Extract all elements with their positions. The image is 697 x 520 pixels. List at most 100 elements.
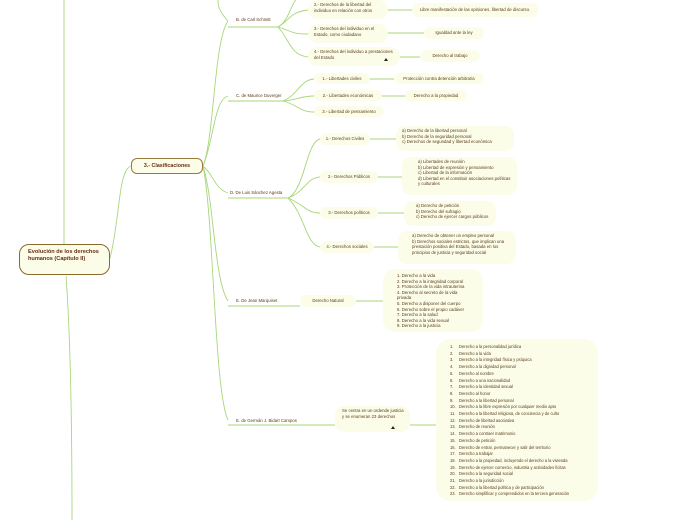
list-item: b) Derechos sociales estrictos, que impl…: [412, 238, 505, 255]
list-item-number: 13.: [450, 424, 456, 430]
list-item: 14.Derecho a contraer matrimonio: [450, 431, 594, 438]
sanchez-child-2-label: 2.- Derechos Públicos: [327, 174, 371, 180]
list-item: 17.Derecho a trabajar: [450, 451, 594, 458]
list-item-number: 6.: [450, 377, 454, 383]
duverger-topic[interactable]: C. de Maurice Duverger: [236, 93, 282, 98]
list-item-label: Derecho a la identidad sexual: [459, 384, 513, 390]
schmitt-leaf-2-label: Libre manifestación de las opiniones, li…: [419, 7, 531, 13]
list-item: a) Derecho de obtener un empleo personal: [412, 233, 494, 238]
list-item: b) Derecho de la seguridad personal: [402, 133, 472, 139]
list-item-number: 20.: [450, 471, 456, 477]
list-item-label: Derecho a la libertad religiosa, de conc…: [459, 411, 560, 417]
list-item-number: 23.: [450, 491, 456, 497]
schmitt-child-4[interactable]: 4.- Derechos del individuo a prestacione…: [308, 47, 400, 66]
list-item-label: Derecho a la libertad política y de part…: [459, 484, 544, 490]
schmitt-leaf-4-label: Derecho al trabajo: [432, 53, 468, 59]
duverger-leaf-1[interactable]: Protección contra detención arbitraria: [394, 73, 484, 84]
list-item-label: Derecho a la libre expresión por cualqui…: [459, 404, 557, 410]
schmitt-topic[interactable]: B. de Carl Schmitt: [236, 17, 271, 22]
list-item: 12.Derecho de libertad asociativa: [450, 418, 594, 425]
list-item-number: 18.: [450, 457, 456, 463]
list-item-label: Derecho a la personalidad jurídica: [459, 344, 522, 349]
collapse-toggle-icon[interactable]: [384, 58, 388, 61]
schmitt-leaf-4[interactable]: Derecho al trabajo: [420, 50, 480, 62]
list-item-label: Derecho a la libertad personal: [459, 397, 514, 403]
schmitt-child-3[interactable]: 3.- Derechos del individuo en el Estado,…: [308, 24, 388, 43]
list-item-number: 14.: [450, 431, 456, 437]
list-item-number: 9.: [450, 397, 454, 403]
schmitt-child-2-label: 2.- Derechos de la libertad del individu…: [314, 2, 373, 13]
list-item: c) Derechos de seguridad y libertad econ…: [402, 139, 492, 145]
list-item: a) Derecho de petición: [416, 203, 460, 208]
campos-ordered-list: 1. Derecho a la personalidad jurídica 2. De…: [450, 344, 594, 498]
list-item-label: Derecho a contraer matrimonio: [459, 431, 516, 437]
duverger-child-2-label: 2.- Libertades económicas: [322, 92, 374, 98]
list-item-number: 11.: [450, 411, 456, 417]
list-item: 10.Derecho a la libre expresión por cual…: [450, 404, 594, 411]
sanchez-list-1[interactable]: a) Derecho de la libertad personal b) De…: [396, 126, 514, 151]
list-item: 19.Derecho de ejercer comercio, industri…: [450, 465, 594, 472]
list-item: 2. Derecho a la integridad corporal: [397, 278, 463, 284]
duverger-child-1[interactable]: 1.- Libertades civiles: [314, 73, 370, 84]
marquet-child-label: Derecho Natural: [312, 298, 344, 304]
marquet-list[interactable]: 1. Derecho a la vida 2. Derecho a la int…: [383, 269, 483, 332]
schmitt-child-2[interactable]: 2.- Derechos de la libertad del individu…: [308, 0, 388, 19]
list-item-number: 15.: [450, 437, 456, 443]
list-item: 20.Derecho a la seguridad social: [450, 471, 594, 478]
list-item: 7.Derecho a la identidad sexual: [450, 384, 594, 391]
list-item: 1. Derecho a la vida: [397, 273, 436, 278]
list-item-label: Derecho a trabajar: [459, 451, 493, 457]
schmitt-leaf-3[interactable]: Igualdad ante la ley: [424, 27, 484, 39]
list-item-number: 22.: [450, 484, 456, 490]
list-item-number: 1.: [450, 344, 454, 349]
duverger-child-3[interactable]: 3.- Libertad de pensamiento: [314, 106, 384, 117]
root-topic[interactable]: Evolución de los derechos humanos (Capít…: [19, 244, 110, 275]
sanchez-child-4[interactable]: 4.- Derechos sociales: [320, 241, 374, 253]
campos-child-label: Se centra en un ordende justicia y se en…: [342, 408, 404, 419]
campos-child[interactable]: Se centra en un ordende justicia y se en…: [335, 406, 410, 432]
list-item-label: Derecho de entrar, permanecer y salir de…: [459, 444, 551, 450]
list-item: 5. Derecho a disponer del cuerpo: [397, 300, 461, 306]
list-item-label: Derecho a una nacionalidad: [459, 377, 510, 383]
root-topic-label: Evolución de los derechos humanos (Capít…: [28, 249, 99, 262]
sanchez-child-3[interactable]: 3.- Derechos políticos: [320, 207, 378, 219]
list-item: d) Libertad en el constituir asociacione…: [418, 175, 511, 187]
clasificaciones-topic[interactable]: 3.- Clasificaciones: [131, 158, 203, 174]
list-item-number: 2.: [450, 350, 454, 356]
list-item-number: 3.: [450, 357, 454, 363]
sanchez-child-1[interactable]: 1.- Derechos Civiles: [320, 133, 370, 145]
list-item: 21.Derecho a la jurisdicción: [450, 478, 594, 485]
duverger-leaf-2[interactable]: Derecho a la propiedad: [405, 90, 467, 101]
list-item-number: 10.: [450, 404, 456, 410]
list-item: 8.Derecho al honor: [450, 391, 594, 398]
list-item: 6. Derecho sobre el propio cadáver: [397, 306, 465, 312]
list-item-label: Derecho de ejercer comercio, industria y…: [459, 464, 566, 470]
list-item: 18.Derecho a la propiedad, incluyendo el…: [450, 458, 594, 465]
sanchez-child-1-label: 1.- Derechos Civiles: [325, 136, 365, 142]
list-item: 4. Derecho al secreto de la vida privada: [397, 289, 458, 301]
sanchez-topic[interactable]: D. De Luis Sánchez Agesta: [230, 190, 283, 195]
collapse-toggle-icon[interactable]: [391, 426, 395, 429]
list-item-label: Derecho a la dignidad personal: [459, 364, 516, 370]
campos-topic[interactable]: E. de Germán J. Bidart Campos: [236, 418, 297, 423]
duverger-child-3-label: 3.- Libertad de pensamiento: [322, 108, 376, 114]
sanchez-list-4[interactable]: a) Derecho de obtener un empleo personal…: [398, 231, 516, 264]
list-item: c) Derecho de ejercer cargos públicos: [416, 214, 489, 220]
campos-list[interactable]: 1. Derecho a la personalidad jurídica 2. De…: [436, 339, 598, 501]
sanchez-list-3[interactable]: a) Derecho de petición b) Derecho del su…: [404, 201, 496, 226]
list-item-label: Derecho al nombre: [459, 370, 494, 376]
list-item: b) Libertad de expresión y pensamiento: [418, 164, 494, 170]
clasificaciones-label: 3.- Clasificaciones: [143, 163, 191, 169]
duverger-child-2[interactable]: 2.- Libertades económicas: [314, 90, 382, 101]
list-item: 1. Derecho a la personalidad jurídica: [450, 344, 594, 351]
list-item-label: Derecho a la propiedad, incluyendo el de…: [459, 457, 568, 463]
list-item: 3. Protección de la vida intrauterina: [397, 284, 465, 290]
schmitt-leaf-2[interactable]: Libre manifestación de las opiniones, li…: [412, 3, 538, 17]
marquet-child[interactable]: Derecho Natural: [300, 295, 356, 307]
sanchez-list-2[interactable]: a) Libertades de reunión b) Libertad de …: [402, 157, 517, 195]
list-item: 9. Derecho a la libertad personal: [450, 398, 594, 405]
sanchez-child-2[interactable]: 2.- Derechos Públicos: [320, 171, 378, 183]
marquet-topic[interactable]: E. De Jean Marquiset: [236, 298, 278, 303]
duverger-child-1-label: 1.- Libertades civiles: [322, 75, 362, 81]
